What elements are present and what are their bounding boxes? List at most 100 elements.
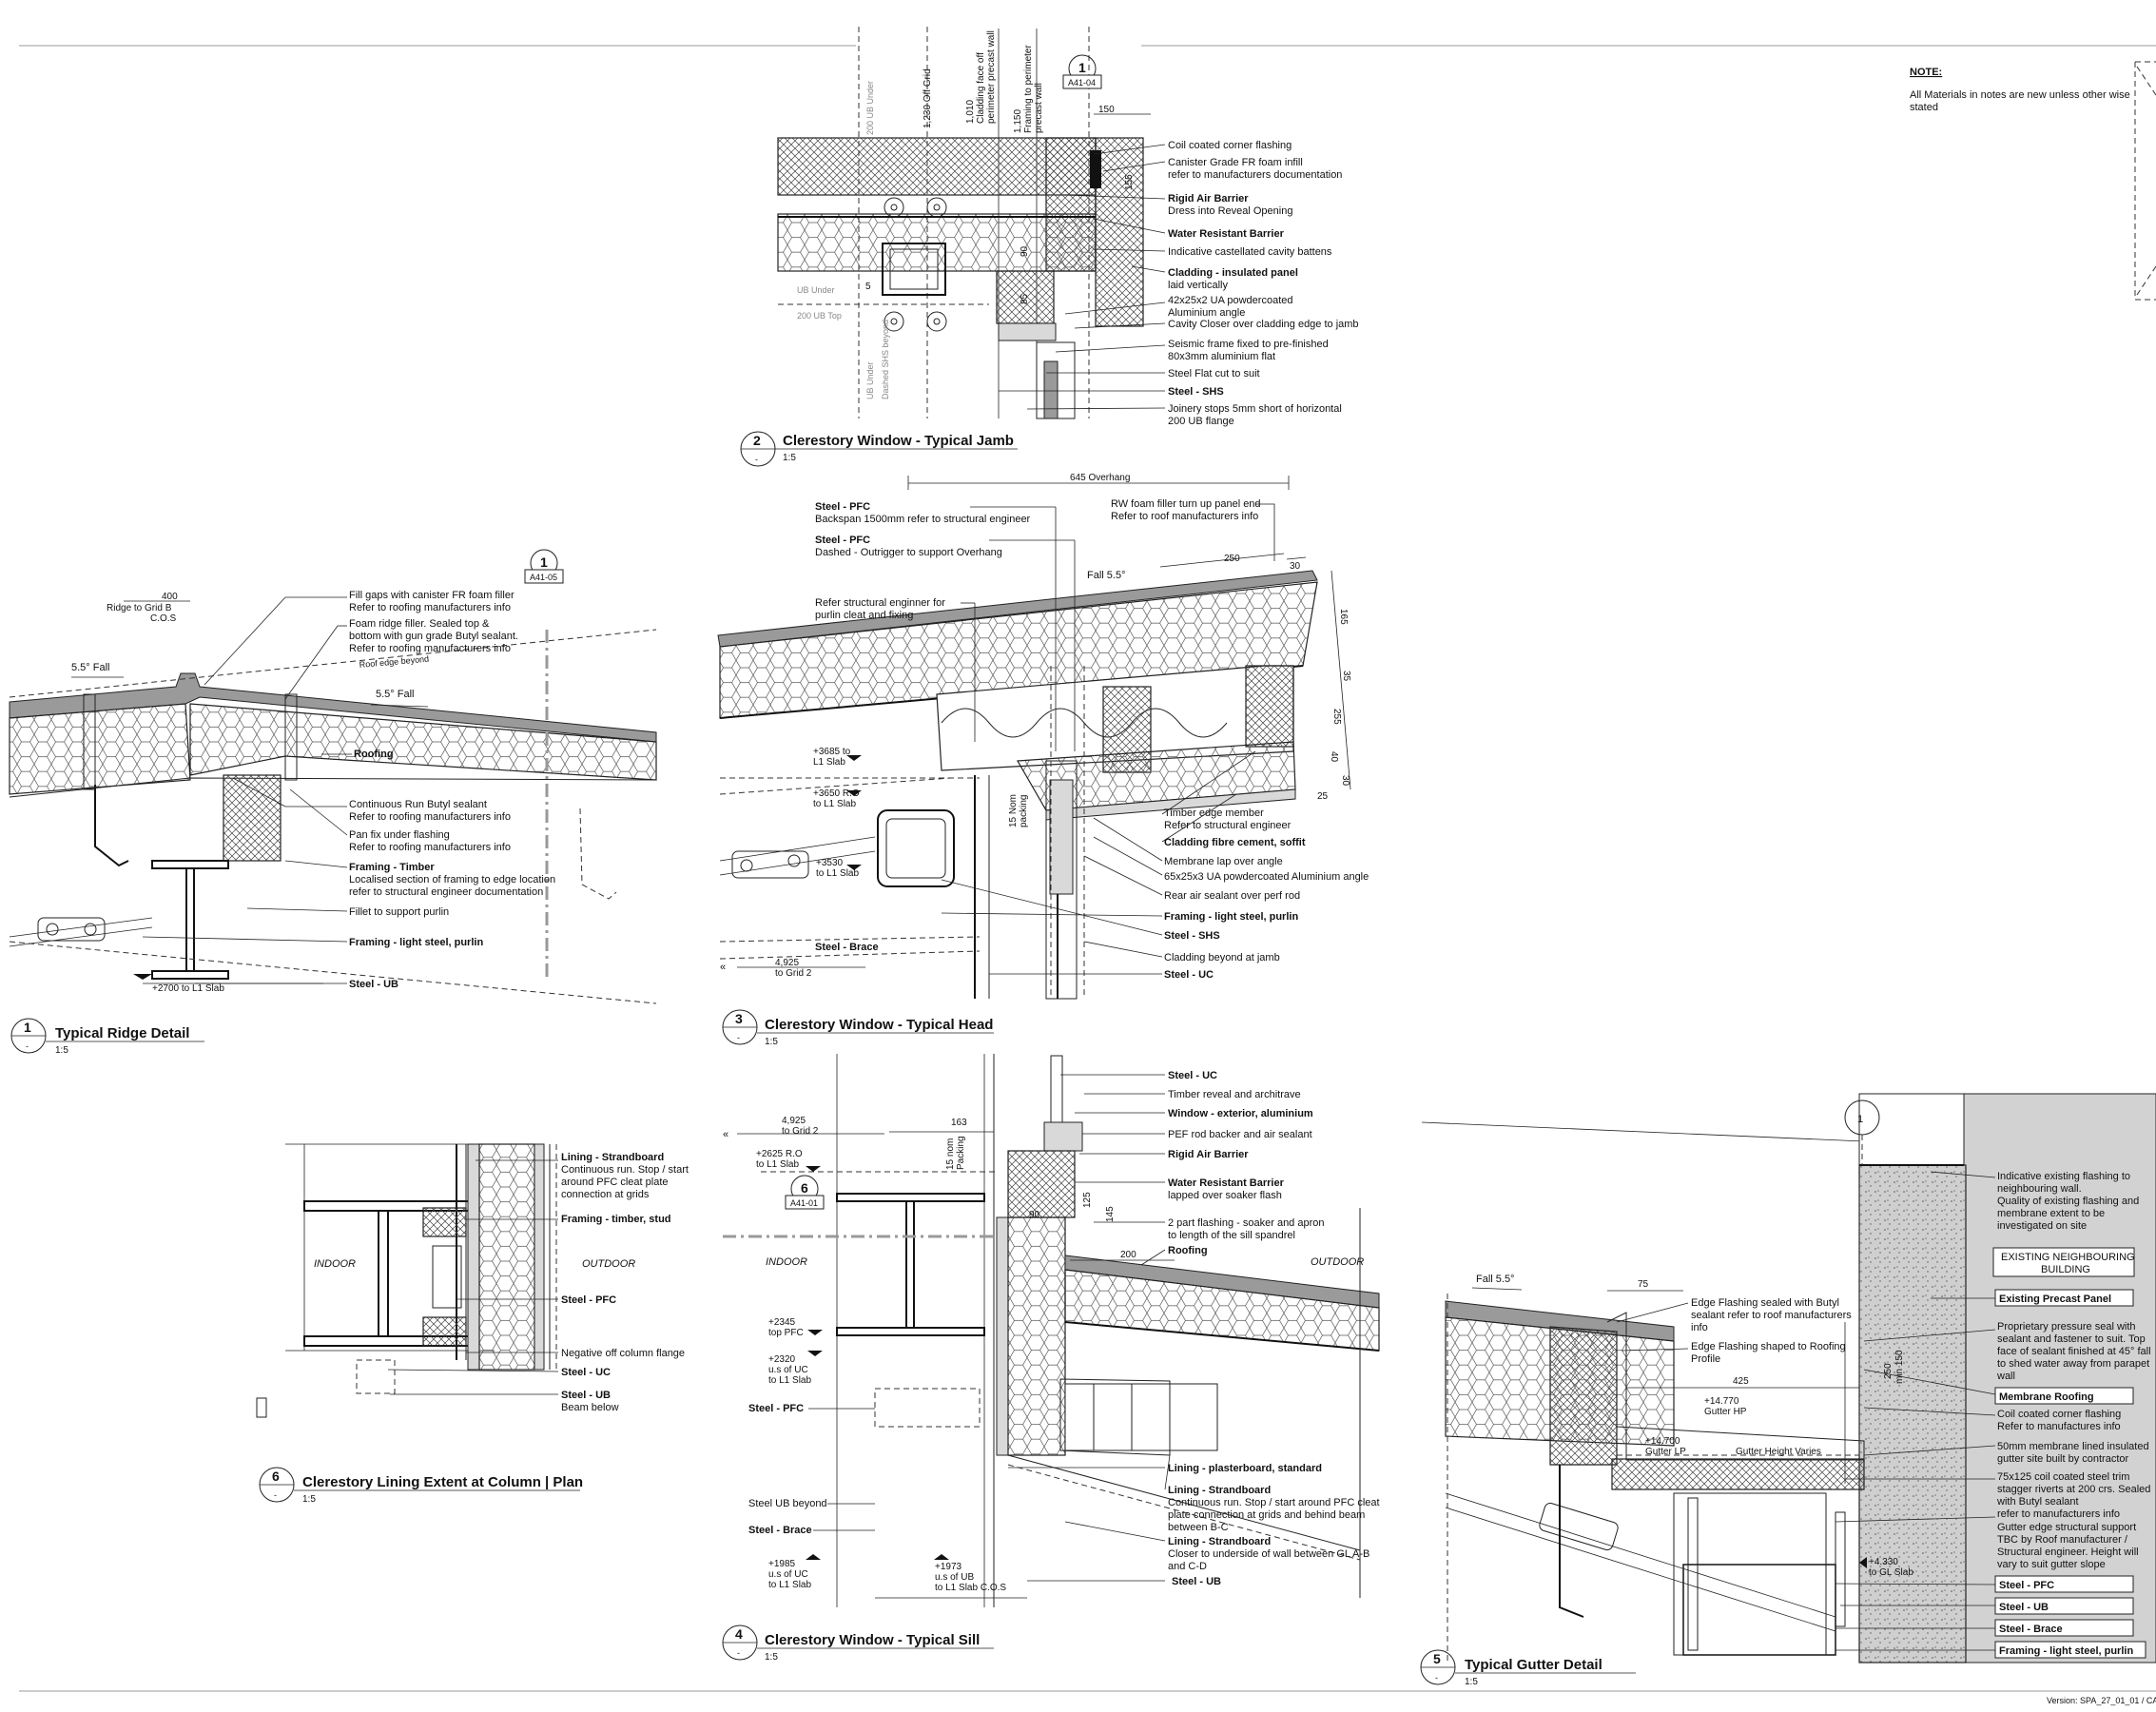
head-top-note: RW foam filler turn up panel end bbox=[1111, 498, 1261, 510]
gutter-note-7-l2: stagger riverts at 200 crs. Sealed bbox=[1997, 1484, 2150, 1495]
gutter-dim-250: 250 bbox=[1883, 1363, 1894, 1379]
roof-edge-beyond-label: Roof edge beyond bbox=[359, 654, 429, 670]
gutter-note-8-l3: Structural engineer. Height will bbox=[1997, 1547, 2139, 1558]
version-stamp: Version: SPA_27_01_01 / CAD F bbox=[2047, 1696, 2156, 1705]
sill-level-2625: +2625 R.O bbox=[756, 1149, 803, 1159]
detail-2-scale-ref: - bbox=[755, 455, 758, 464]
general-note: NOTE: All Materials in notes are new unl… bbox=[1910, 61, 2156, 301]
gutter-left-note-2: Edge Flashing shaped to Roofing bbox=[1691, 1341, 1846, 1352]
plan-note-1: Lining - Strandboard bbox=[561, 1152, 664, 1163]
jamb-callout-num: 1 bbox=[1078, 60, 1086, 75]
plan-strandboard-lining bbox=[467, 1143, 480, 1371]
setout-1150-desc-2: precast wall bbox=[1034, 83, 1044, 133]
jamb-note-3: Rigid Air Barrier bbox=[1168, 193, 1249, 204]
gutter-note-9: Steel - PFC bbox=[1999, 1580, 2054, 1591]
ridge-fall-right: 5.5° Fall bbox=[376, 689, 414, 700]
setout-1010-desc: Cladding face off bbox=[976, 52, 986, 124]
sill-brace-label: Steel - Brace bbox=[748, 1525, 812, 1536]
ridge-timber-framing bbox=[223, 774, 282, 862]
jamb-note-2: Canister Grade FR foam infill bbox=[1168, 157, 1303, 168]
plan-steel-uc bbox=[378, 1210, 389, 1337]
head-brace-label: Steel - Brace bbox=[815, 942, 879, 953]
head-dim-40: 40 bbox=[1329, 751, 1339, 763]
plan-outdoor: OUTDOOR bbox=[582, 1258, 635, 1270]
ridge-note-8: Steel - UB bbox=[349, 979, 398, 990]
sill-note-11-l1: Closer to underside of wall between GL A… bbox=[1168, 1548, 1369, 1560]
detail-4-scale: 1:5 bbox=[765, 1652, 778, 1663]
jamb-note-10: Steel Flat cut to suit bbox=[1168, 368, 1260, 379]
plan-note-6-l1: Beam below bbox=[561, 1402, 619, 1413]
detail-1-title: Typical Ridge Detail bbox=[55, 1025, 189, 1041]
head-left-note-3-l2: purlin cleat and fixing bbox=[815, 610, 913, 621]
head-dim-250: 250 bbox=[1224, 554, 1240, 564]
sill-grid-dim-2: to Grid 2 bbox=[782, 1126, 819, 1137]
gutter-note-8: Gutter edge structural support bbox=[1997, 1522, 2136, 1533]
note-text-line-1: All Materials in notes are new unless ot… bbox=[1910, 89, 2130, 101]
ridge-note-6: Fillet to support purlin bbox=[349, 906, 449, 918]
sill-dim-200: 200 bbox=[1120, 1250, 1136, 1260]
detail-1-ridge: 1 A41-05 400 Ridge to Grid B C.O.S 5.5° … bbox=[9, 549, 657, 1056]
detail-5-gutter: 1 Fall 5.5° 75 425 250 min 150 +14.770 G… bbox=[1420, 1093, 2156, 1687]
head-steel-shs bbox=[877, 809, 955, 887]
sill-packing: 15 nom bbox=[945, 1138, 956, 1170]
ridge-roofing-label: Roofing bbox=[354, 749, 394, 760]
gutter-note-4: Membrane Roofing bbox=[1999, 1391, 2094, 1403]
detail-6-scale: 1:5 bbox=[302, 1494, 316, 1505]
detail-5-number: 5 bbox=[1433, 1651, 1441, 1666]
detail-6-title: Clerestory Lining Extent at Column | Pla… bbox=[302, 1474, 583, 1490]
neighbour-label-2: BUILDING bbox=[2041, 1264, 2090, 1275]
sill-strandboard-closer bbox=[1064, 1383, 1218, 1451]
head-dim-25: 25 bbox=[1317, 791, 1329, 802]
sill-note-10-l1: Continuous run. Stop / start around PFC … bbox=[1168, 1497, 1380, 1508]
gutter-note-6-l2: gutter site built by contractor bbox=[1997, 1453, 2129, 1465]
plan-note-5: Steel - UC bbox=[561, 1367, 611, 1378]
jamb-note-2-l2: refer to manufacturers documentation bbox=[1168, 169, 1342, 181]
detail-5-title-block: 5 - Typical Gutter Detail 1:5 bbox=[1420, 1649, 1636, 1687]
sill-note-7-l2: to length of the sill spandrel bbox=[1168, 1230, 1295, 1241]
note-heading: NOTE: bbox=[1910, 67, 1942, 78]
gutter-height-varies: Gutter Height Varies bbox=[1736, 1447, 1821, 1457]
head-dim-30: 30 bbox=[1290, 561, 1301, 572]
ridge-steel-ub bbox=[185, 867, 195, 972]
detail-2-number: 2 bbox=[753, 433, 761, 448]
gutter-fall: Fall 5.5° bbox=[1476, 1274, 1514, 1285]
ridge-level: +2700 to L1 Slab bbox=[152, 983, 224, 994]
head-note-1: Timber edge member bbox=[1164, 807, 1264, 819]
jamb-dim-85: 85 bbox=[1020, 293, 1030, 304]
setout-1010: 1,010 bbox=[965, 100, 976, 124]
head-top-note-l2: Refer to roof manufacturers info bbox=[1111, 511, 1258, 522]
plan-note-1-l3: connection at grids bbox=[561, 1189, 650, 1200]
gutter-level-hp: +14.770 bbox=[1704, 1396, 1739, 1407]
ridge-to-grid: Ridge to Grid B bbox=[107, 603, 172, 613]
sill-level-2320-3: to L1 Slab bbox=[768, 1375, 811, 1386]
sill-note-11-l2: and C-D bbox=[1168, 1561, 1207, 1572]
sill-window-frame bbox=[1043, 1121, 1083, 1152]
ub-top-label: 200 UB Top bbox=[797, 311, 842, 321]
sill-note-8: Roofing bbox=[1168, 1245, 1208, 1256]
head-note-8: Cladding beyond at jamb bbox=[1164, 952, 1280, 963]
note-text-line-2: stated bbox=[1910, 102, 1938, 113]
gutter-level-lp-2: Gutter LP bbox=[1645, 1447, 1686, 1457]
sill-note-10: Lining - Strandboard bbox=[1168, 1485, 1271, 1496]
head-brace-fitting bbox=[719, 836, 876, 879]
precast-wall-plan bbox=[777, 137, 1097, 196]
ridge-note-2: Foam ridge filler. Sealed top & bbox=[349, 618, 490, 630]
jamb-note-9: Seismic frame fixed to pre-finished bbox=[1168, 339, 1329, 350]
insulated-cladding-panel bbox=[1095, 137, 1144, 327]
gutter-note-10: Steel - UB bbox=[1999, 1602, 2049, 1613]
existing-neighbouring-building bbox=[1963, 1093, 2156, 1663]
setout-1150-desc: Framing to perimeter bbox=[1023, 45, 1034, 133]
head-note-2: Cladding fibre cement, soffit bbox=[1164, 837, 1306, 848]
gutter-note-3: Proprietary pressure seal with bbox=[1997, 1321, 2136, 1333]
gutter-note-3-l2: sealant and fastener to suit. Top bbox=[1997, 1333, 2146, 1345]
head-dim-35: 35 bbox=[1341, 671, 1351, 682]
sill-note-4: PEF rod backer and air sealant bbox=[1168, 1129, 1312, 1140]
gutter-note-5-l2: Refer to manufactures info bbox=[1997, 1421, 2121, 1432]
gutter-note-1-l3: Quality of existing flashing and bbox=[1997, 1196, 2139, 1207]
sill-note-2: Timber reveal and architrave bbox=[1168, 1089, 1301, 1100]
detail-6-scale-ref: - bbox=[274, 1490, 277, 1500]
ridge-note-7: Framing - light steel, purlin bbox=[349, 937, 483, 948]
detail-5-scale: 1:5 bbox=[1465, 1677, 1478, 1687]
gutter-note-8-l2: TBC by Roof manufacturer / bbox=[1997, 1534, 2128, 1546]
sill-note-12: Steel - UB bbox=[1172, 1576, 1221, 1587]
